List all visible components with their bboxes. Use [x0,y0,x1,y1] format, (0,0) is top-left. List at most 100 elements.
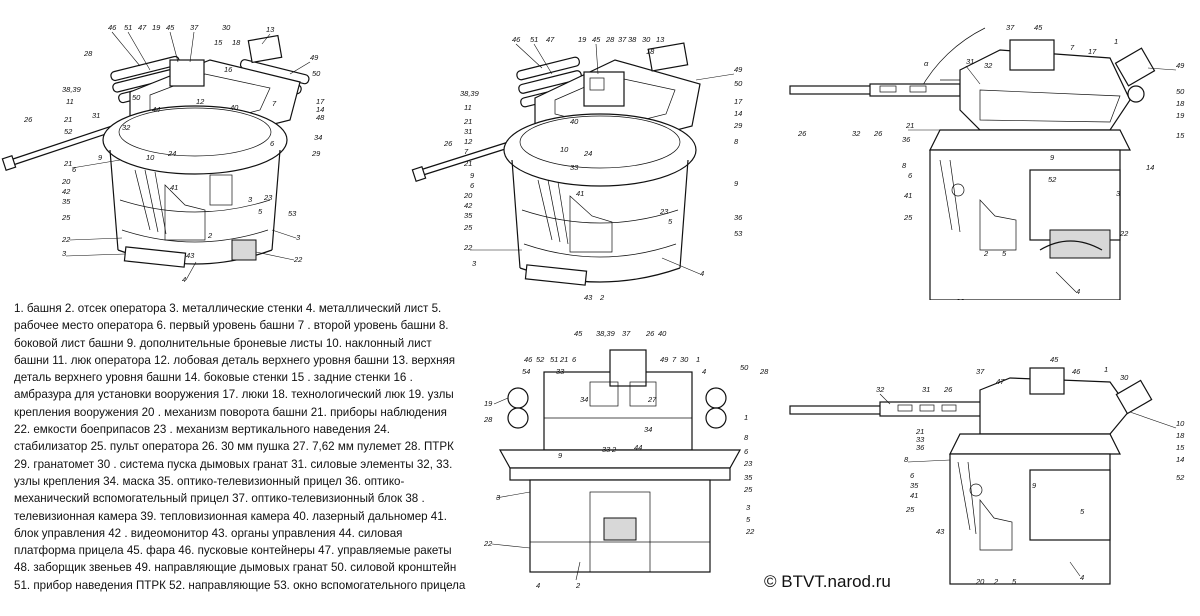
svg-text:49: 49 [734,65,743,74]
svg-text:18: 18 [232,38,241,47]
svg-text:45: 45 [166,23,175,32]
svg-text:20: 20 [975,577,985,586]
svg-text:10: 10 [146,153,155,162]
svg-text:30: 30 [680,355,689,364]
svg-text:45: 45 [574,329,583,338]
svg-text:32: 32 [876,385,885,394]
svg-text:3: 3 [1116,189,1121,198]
svg-text:6: 6 [910,471,915,480]
svg-text:34: 34 [314,133,322,142]
svg-text:31: 31 [922,385,930,394]
copyright-text: © BTVT.narod.ru [764,572,891,591]
svg-text:50: 50 [734,79,743,88]
svg-text:47: 47 [138,23,147,32]
svg-text:25: 25 [903,213,913,222]
svg-text:43: 43 [936,527,945,536]
svg-text:1: 1 [744,413,748,422]
svg-text:7: 7 [464,147,469,156]
svg-text:38: 38 [628,35,637,44]
svg-text:1: 1 [696,355,700,364]
svg-text:9: 9 [1032,481,1037,490]
svg-text:46: 46 [108,23,117,32]
svg-text:37: 37 [618,35,627,44]
svg-text:36: 36 [734,213,743,222]
svg-text:19: 19 [484,399,493,408]
svg-text:22: 22 [463,243,473,252]
svg-text:52: 52 [1176,473,1185,482]
svg-text:35: 35 [910,481,919,490]
svg-text:18: 18 [1176,99,1185,108]
svg-text:14: 14 [316,105,324,114]
svg-text:23: 23 [659,207,669,216]
svg-text:3: 3 [746,503,751,512]
parts-legend: 1. башня 2. отсек оператора 3. металличе… [14,302,466,592]
svg-text:26: 26 [873,129,883,138]
svg-text:51: 51 [124,23,132,32]
svg-text:21: 21 [63,115,72,124]
svg-text:45: 45 [592,35,601,44]
svg-text:15: 15 [214,38,223,47]
svg-text:5: 5 [746,515,751,524]
svg-text:28: 28 [759,367,769,376]
svg-text:6: 6 [908,171,913,180]
svg-text:41: 41 [904,191,912,200]
svg-text:6: 6 [270,139,275,148]
svg-text:28: 28 [483,415,493,424]
svg-text:53: 53 [734,229,743,238]
svg-text:8: 8 [744,433,749,442]
svg-text:52: 52 [536,355,545,364]
svg-text:6: 6 [572,355,577,364]
svg-text:45: 45 [1050,355,1059,364]
svg-text:38,39: 38,39 [596,329,616,338]
svg-text:11: 11 [66,97,74,106]
svg-text:37: 37 [976,367,985,376]
svg-text:20: 20 [955,297,965,300]
svg-text:7: 7 [672,355,677,364]
svg-text:32: 32 [852,129,861,138]
svg-text:4: 4 [1080,573,1084,582]
svg-text:22: 22 [745,527,755,536]
svg-text:2: 2 [207,231,213,240]
svg-text:12: 12 [464,137,473,146]
svg-text:19: 19 [578,35,587,44]
svg-text:31: 31 [464,127,472,136]
svg-text:6: 6 [470,181,475,190]
svg-text:17: 17 [734,97,743,106]
svg-text:23: 23 [263,193,273,202]
svg-text:22: 22 [483,539,493,548]
svg-text:28: 28 [605,35,615,44]
svg-text:47: 47 [996,377,1005,386]
svg-text:3: 3 [472,259,477,268]
svg-text:9: 9 [558,451,563,460]
svg-text:40: 40 [230,103,239,112]
svg-text:25: 25 [743,485,753,494]
svg-text:33: 33 [556,367,565,376]
svg-text:21: 21 [905,121,914,130]
svg-text:22: 22 [61,235,71,244]
svg-text:5: 5 [1012,577,1017,586]
svg-text:2: 2 [599,293,605,300]
svg-text:13: 13 [656,35,665,44]
svg-text:26: 26 [23,115,33,124]
svg-text:35: 35 [464,211,473,220]
svg-text:43: 43 [584,293,593,300]
svg-text:16: 16 [224,65,233,74]
svg-text:15: 15 [1176,443,1185,452]
svg-text:38,39: 38,39 [62,85,82,94]
svg-text:19: 19 [152,23,161,32]
svg-text:41: 41 [576,189,584,198]
svg-text:41: 41 [170,183,178,192]
svg-text:17: 17 [316,97,325,106]
svg-text:53: 53 [288,209,297,218]
svg-text:23: 23 [743,459,753,468]
svg-text:52: 52 [1048,175,1057,184]
svg-text:14: 14 [1176,455,1184,464]
svg-text:51: 51 [530,35,538,44]
svg-text:43: 43 [186,251,195,260]
svg-text:4: 4 [1076,287,1080,296]
svg-text:40: 40 [658,329,667,338]
svg-text:27: 27 [647,395,657,404]
svg-text:30: 30 [222,23,231,32]
